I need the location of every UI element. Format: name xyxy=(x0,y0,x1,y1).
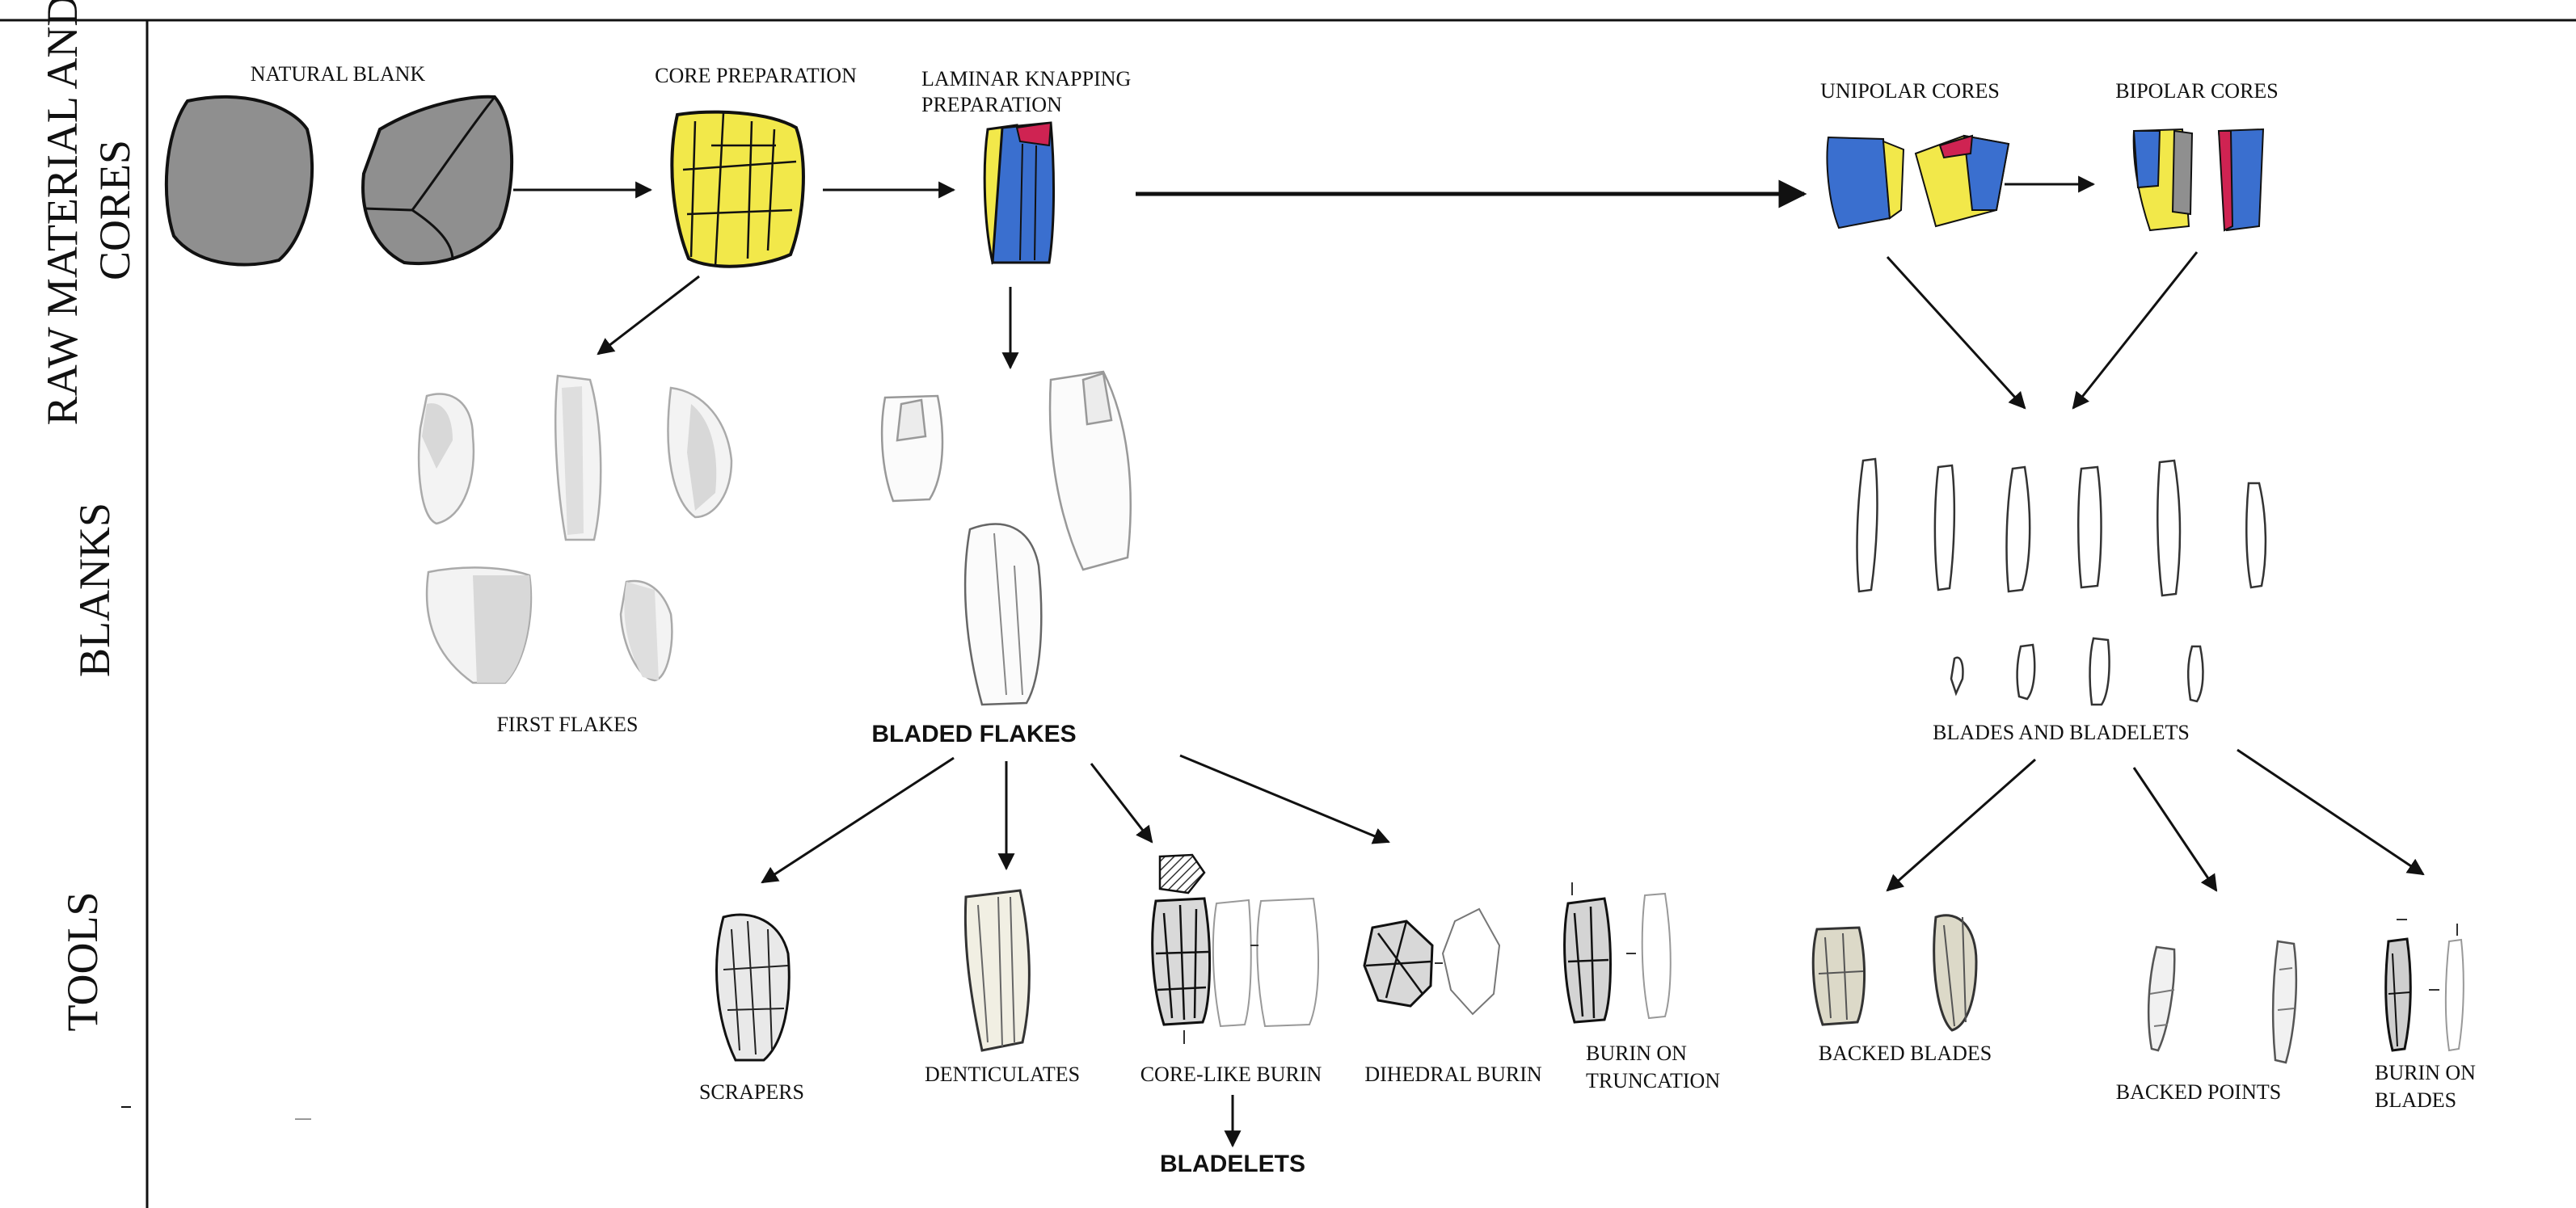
label-backed-points: BACKED POINTS xyxy=(2116,1080,2281,1104)
label-bipolar-cores: BIPOLAR CORES xyxy=(2115,79,2279,103)
arrow-unipolar-to-blades xyxy=(1887,257,2025,408)
label-laminar-line2: PREPARATION xyxy=(921,93,1062,116)
arrow-core-prep-to-first-flakes xyxy=(598,276,699,354)
label-natural-blank: NATURAL BLANK xyxy=(251,62,426,86)
bladed-flakes-drawings xyxy=(882,372,1131,705)
burin-on-truncation-drawing xyxy=(1565,882,1671,1022)
label-dihedral-burin: DIHEDRAL BURIN xyxy=(1364,1063,1542,1086)
label-core-like-burin: CORE-LIKE BURIN xyxy=(1140,1063,1322,1086)
dihedral-burin-drawing xyxy=(1364,909,1499,1014)
row-label-tools: TOOLS xyxy=(58,891,107,1031)
arrow-bladed-to-dihedral-burin xyxy=(1180,756,1389,842)
arrow-blades-to-burin-on-blades xyxy=(2237,750,2423,874)
label-denticulates: DENTICULATES xyxy=(925,1063,1080,1086)
backed-blades-drawing xyxy=(1813,915,1976,1030)
label-laminar-line1: LAMINAR KNAPPING xyxy=(921,67,1131,90)
label-scrapers: SCRAPERS xyxy=(699,1080,804,1104)
arrow-blades-to-backed-points xyxy=(2134,768,2216,890)
denticulates-drawing xyxy=(965,890,1029,1050)
label-burin-on-truncation-line1: BURIN ON xyxy=(1586,1042,1687,1065)
label-burin-on-blades-line2: BLADES xyxy=(2375,1088,2456,1112)
core-preparation-drawing xyxy=(672,112,803,267)
bipolar-cores-drawing xyxy=(2134,129,2263,230)
label-unipolar-cores: UNIPOLAR CORES xyxy=(1820,79,2000,103)
first-flakes-drawings xyxy=(419,376,731,683)
row-label-raw-material-line2: CORES xyxy=(91,140,139,280)
label-bladed-flakes: BLADED FLAKES xyxy=(871,721,1076,747)
label-backed-blades: BACKED BLADES xyxy=(1819,1042,1992,1065)
backed-points-drawing xyxy=(2148,941,2296,1063)
row-label-blanks: BLANKS xyxy=(70,503,119,677)
unipolar-cores-drawing xyxy=(1828,136,2009,228)
label-first-flakes: FIRST FLAKES xyxy=(496,713,638,736)
label-bladelets: BLADELETS xyxy=(1160,1151,1305,1177)
label-blades-and-bladelets: BLADES AND BLADELETS xyxy=(1933,721,2190,744)
arrow-bipolar-to-blades xyxy=(2073,252,2197,408)
burin-on-blades-drawing xyxy=(2386,920,2464,1050)
core-like-burin-drawing xyxy=(1153,855,1318,1044)
arrow-bladed-to-core-like-burin xyxy=(1091,764,1152,842)
natural-blank-nodules xyxy=(167,97,512,265)
arrow-blades-to-backed-blades xyxy=(1887,760,2035,890)
laminar-knapping-core-drawing xyxy=(984,123,1053,263)
row-label-raw-material-line1: RAW MATERIAL AND xyxy=(38,0,86,425)
label-core-preparation: CORE PREPARATION xyxy=(655,64,857,87)
blades-and-bladelets-drawings xyxy=(1857,459,2266,705)
scrapers-drawing xyxy=(717,915,790,1060)
arrow-bladed-to-scrapers xyxy=(762,758,954,882)
label-burin-on-blades-line1: BURIN ON xyxy=(2375,1061,2476,1084)
label-burin-on-truncation-line2: TRUNCATION xyxy=(1586,1069,1720,1092)
